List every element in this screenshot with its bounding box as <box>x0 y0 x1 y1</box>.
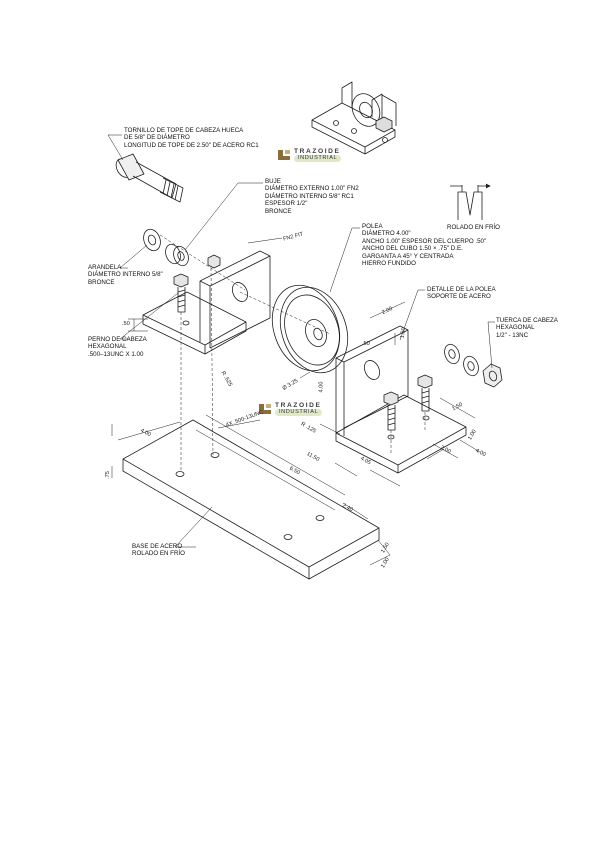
trazoide-logo: TRAZOIDE INDUSTRIAL <box>277 148 342 162</box>
right-washers-nut <box>444 343 503 388</box>
dim-4-00: 4.00 <box>318 381 325 393</box>
assembled-pulley-view <box>311 81 397 155</box>
shoulder-screw <box>115 153 184 203</box>
right-bracket <box>335 325 467 474</box>
leader-lines <box>107 134 495 566</box>
logo-text-2b: INDUSTRIAL <box>275 409 323 416</box>
logo-text-1: TRAZOIDE <box>294 148 341 155</box>
dim-50b: .50 <box>362 341 370 347</box>
left-bracket <box>142 250 271 355</box>
dim-50: .50 <box>122 321 130 327</box>
label-rolado: ROLADO EN FRÍO <box>447 224 500 231</box>
cold-rolled-profile <box>450 185 490 220</box>
trazoide-logo-icon-2 <box>259 404 271 414</box>
logo-text-2: INDUSTRIAL <box>294 155 342 162</box>
trazoide-logo-icon <box>278 150 290 160</box>
washer <box>143 228 161 252</box>
pulley <box>271 284 349 374</box>
dim-75: .75 <box>104 471 111 479</box>
center-lines <box>159 234 426 470</box>
trazoide-logo-2: TRAZOIDE INDUSTRIAL <box>258 402 323 416</box>
base-plate <box>122 419 380 580</box>
logo-text-1b: TRAZOIDE <box>275 402 322 409</box>
